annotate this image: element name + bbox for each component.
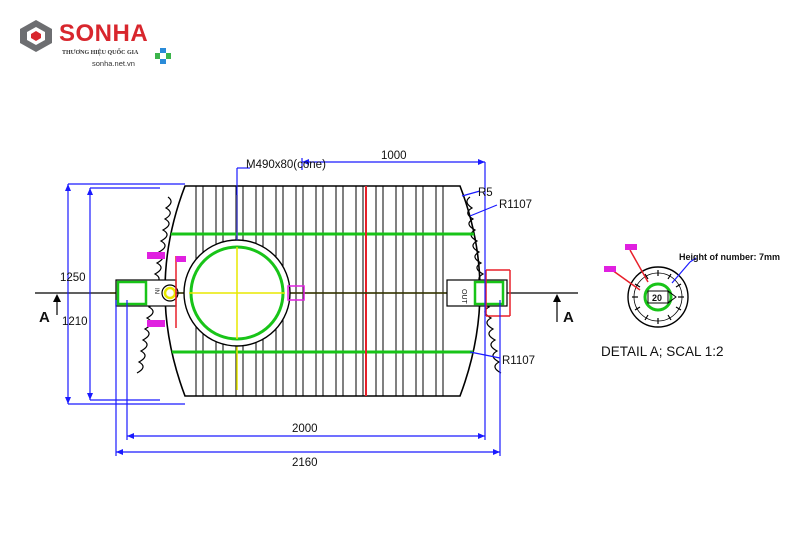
height-1250: 1250 — [60, 272, 86, 284]
radius-bottom: R1107 — [502, 355, 535, 367]
radius-top: R1107 — [499, 199, 532, 211]
section-label-right: A — [563, 309, 574, 326]
section-marker-left: A — [39, 294, 61, 326]
detail-note: Height of number: 7mm — [679, 252, 780, 262]
width-2000: 2000 — [292, 423, 318, 435]
detail-caption: DETAIL A; SCAL 1:2 — [601, 344, 724, 359]
inlet-label: IN — [153, 288, 159, 294]
height-1210: 1210 — [62, 316, 88, 328]
brand-website: sonha.net.vn — [92, 59, 135, 68]
outlet-label: OUT — [460, 289, 467, 305]
inlet-pipe: IN — [115, 252, 186, 328]
section-label-left: A — [39, 309, 50, 326]
radius-r5: R5 — [478, 187, 493, 199]
dimensions — [67, 158, 501, 456]
width-1000: 1000 — [381, 150, 407, 162]
detail-center-number: 20 — [652, 293, 662, 303]
brand-logo: SONHA THƯƠNG HIỆU QUỐC GIA sonha.net.vn — [16, 16, 176, 76]
width-2160: 2160 — [292, 457, 318, 469]
brand-tagline: THƯƠNG HIỆU QUỐC GIA — [62, 50, 139, 56]
center-marker — [287, 285, 305, 301]
sonha-mark-icon — [20, 20, 52, 52]
brand-name: SONHA — [59, 20, 149, 47]
dimension-arrows — [65, 159, 500, 455]
top-label: M490x80(cone) — [246, 159, 326, 171]
detail-a: 20 Height of number: 7mm DETAIL A; SCAL … — [601, 244, 780, 359]
manhole — [183, 167, 291, 347]
national-brand-badge-icon — [155, 48, 171, 64]
outlet-pipe: OUT — [446, 269, 511, 317]
section-marker-right: A — [553, 294, 574, 326]
